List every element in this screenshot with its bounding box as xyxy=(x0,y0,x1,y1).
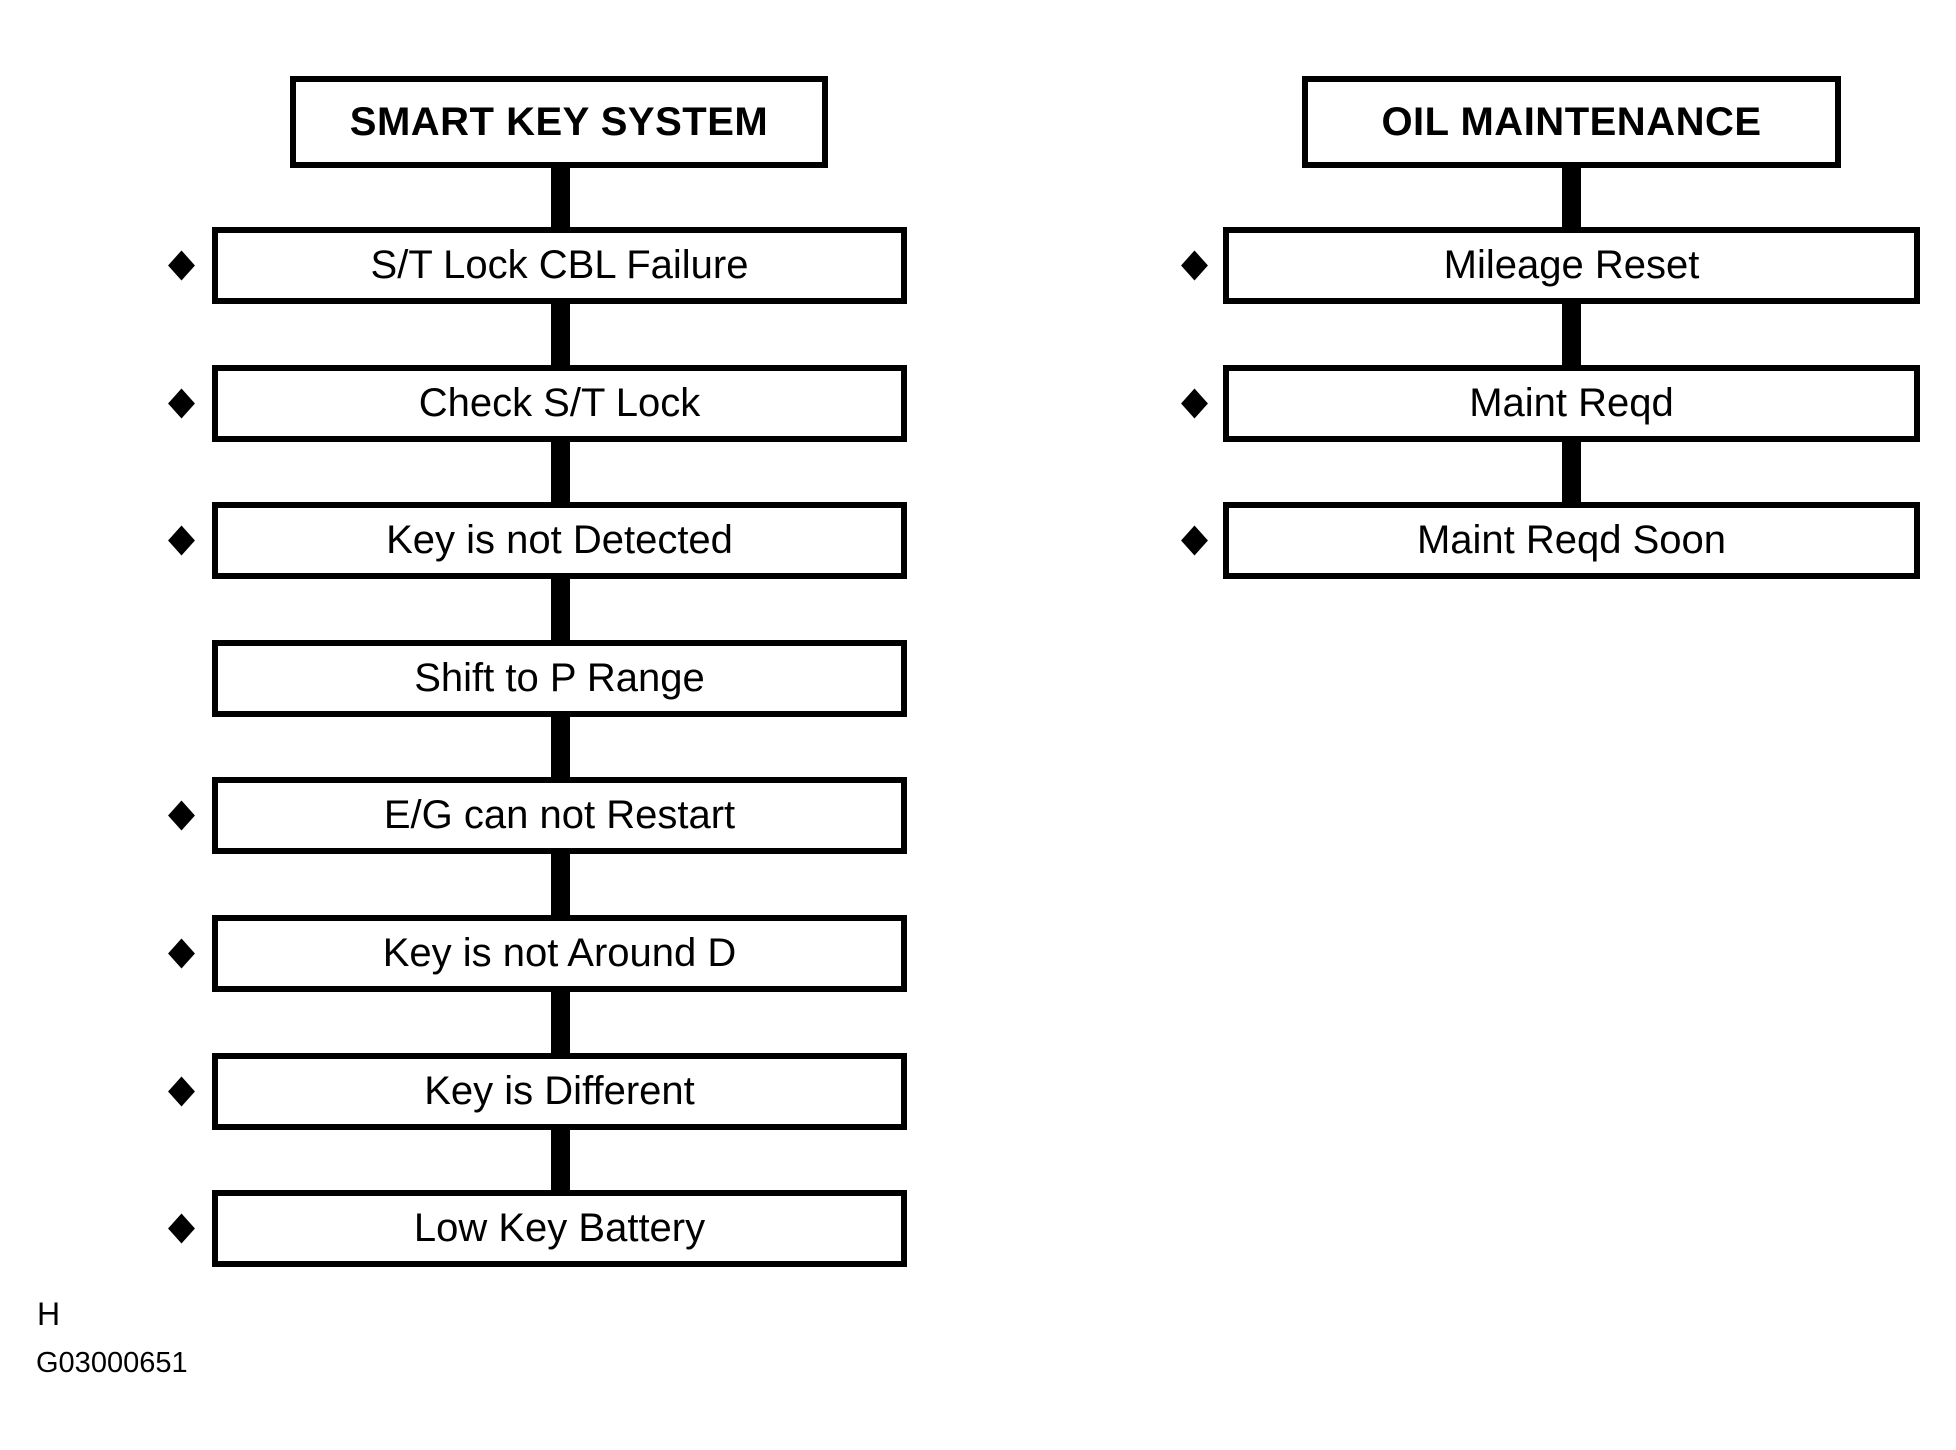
diamond-bullet-icon xyxy=(168,800,195,831)
flow-box-label: S/T Lock CBL Failure xyxy=(370,243,749,287)
figure-id: G03000651 xyxy=(36,1347,188,1379)
diamond-bullet-icon xyxy=(168,1076,195,1107)
flow-box-label: E/G can not Restart xyxy=(383,793,736,837)
oil-maintenance-header: OIL MAINTENANCE xyxy=(1302,76,1841,168)
flow-box-label: Maint Reqd xyxy=(1469,381,1674,425)
flow-box-label: Mileage Reset xyxy=(1443,243,1700,287)
flow-box-low-key-battery: Low Key Battery xyxy=(212,1190,907,1267)
smart-key-system-title: SMART KEY SYSTEM xyxy=(349,99,769,144)
page-marker: H xyxy=(37,1296,61,1332)
flow-box-shift-to-p-range: Shift to P Range xyxy=(212,640,907,717)
flow-box-label: Key is not Around D xyxy=(382,931,737,975)
flow-box-st-lock-cbl-failure: S/T Lock CBL Failure xyxy=(212,227,907,304)
diamond-bullet-icon xyxy=(1181,250,1208,281)
flow-box-key-is-not-around-d: Key is not Around D xyxy=(212,915,907,992)
diamond-bullet-icon xyxy=(168,1213,195,1244)
flow-box-label: Check S/T Lock xyxy=(418,381,701,425)
oil-maintenance-title: OIL MAINTENANCE xyxy=(1381,99,1762,144)
flow-box-label: Key is Different xyxy=(424,1069,695,1113)
diamond-bullet-icon xyxy=(168,938,195,969)
flow-box-mileage-reset: Mileage Reset xyxy=(1223,227,1920,304)
diamond-bullet-icon xyxy=(1181,388,1208,419)
flow-box-label: Key is not Detected xyxy=(386,518,733,562)
diamond-bullet-icon xyxy=(168,250,195,281)
diamond-bullet-icon xyxy=(168,525,195,556)
flow-box-maint-reqd: Maint Reqd xyxy=(1223,365,1920,442)
flow-box-key-is-different: Key is Different xyxy=(212,1053,907,1130)
flow-box-check-st-lock: Check S/T Lock xyxy=(212,365,907,442)
diamond-bullet-icon xyxy=(168,388,195,419)
flow-box-maint-reqd-soon: Maint Reqd Soon xyxy=(1223,502,1920,579)
flow-box-label: Maint Reqd Soon xyxy=(1416,518,1727,562)
flow-box-label: Shift to P Range xyxy=(414,656,705,700)
diamond-bullet-icon xyxy=(1181,525,1208,556)
flow-box-eg-can-not-restart: E/G can not Restart xyxy=(212,777,907,854)
flow-box-key-is-not-detected: Key is not Detected xyxy=(212,502,907,579)
flow-box-label: Low Key Battery xyxy=(413,1206,706,1250)
oil-maintenance-connector-line xyxy=(1562,164,1581,510)
smart-key-system-header: SMART KEY SYSTEM xyxy=(290,76,828,168)
